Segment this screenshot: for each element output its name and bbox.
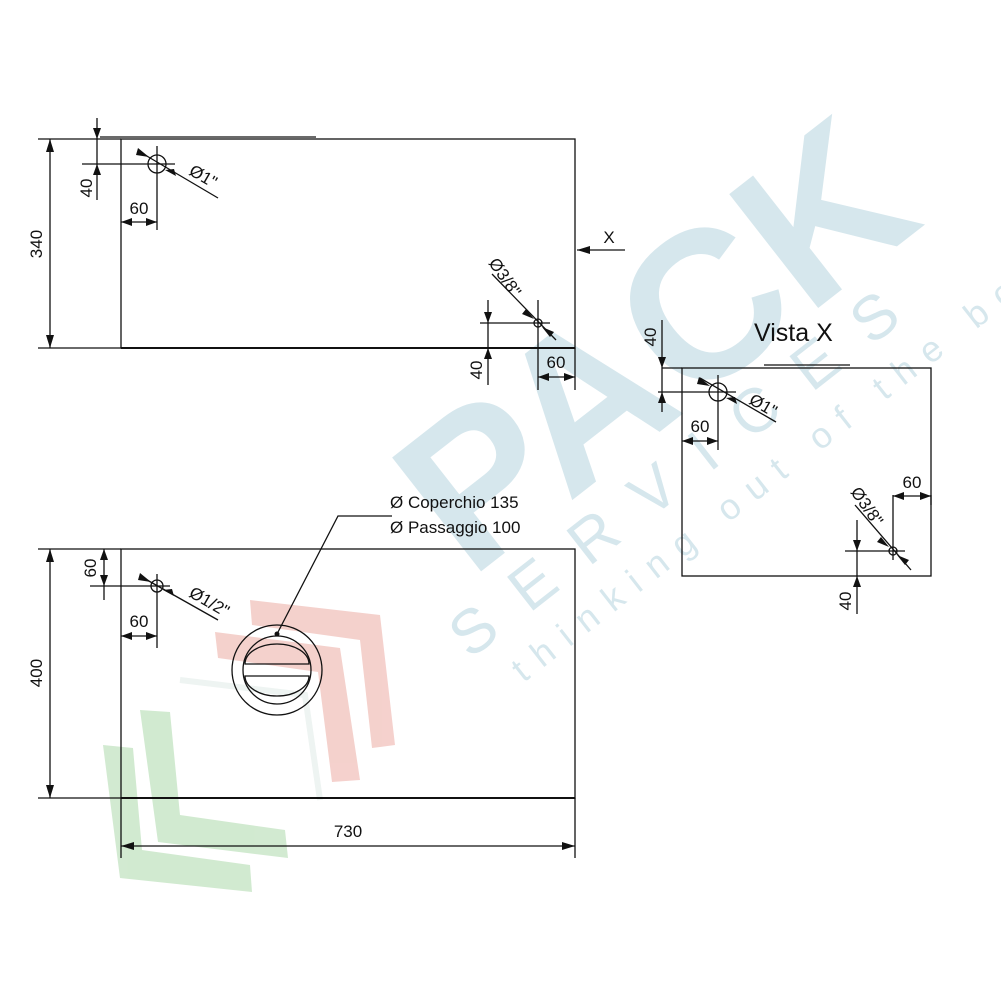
side-view-outlet: 60 Ø3/8" 40 [836,473,932,614]
watermark-chevron-white [179,677,323,801]
view-x-marker: X [577,228,625,254]
top-view-inlet: 40 60 Ø1" [77,118,220,230]
label-side-outlet-diameter: Ø3/8" [847,483,887,529]
dim-400: 400 [27,659,46,687]
watermark-chevron-red [215,600,395,782]
front-view-height-dimension: 400 [27,548,121,799]
front-view-fitting: 60 60 Ø1/2" [81,549,233,648]
dim-inlet-40: 40 [77,179,96,198]
lid-handle [244,643,310,697]
dim-side-outlet-40: 40 [836,592,855,611]
dim-fitting-60-horizontal: 60 [130,612,149,631]
dim-side-outlet-60: 60 [903,473,922,492]
dim-outlet-40: 40 [467,361,486,380]
dim-fitting-60-vertical: 60 [81,559,100,578]
label-inlet-diameter: Ø1" [186,161,220,192]
lid-leader-line [276,515,392,635]
top-view-height-dimension: 340 [27,138,121,349]
lid-outer-circle [231,624,323,716]
dim-inlet-60: 60 [130,199,149,218]
label-outlet-diameter: Ø3/8" [485,254,525,300]
front-view: 400 730 60 60 Ø1/2" [27,493,576,858]
side-view-top-dimension: 40 [641,320,682,412]
side-view-title: Vista X [754,319,833,347]
lid-note-coperchio: Ø Coperchio 135 [390,493,519,512]
watermark-chevron-green [103,710,288,892]
side-view-outline [681,367,932,577]
dim-730: 730 [334,822,362,841]
lid-note-passaggio: Ø Passaggio 100 [390,518,520,537]
front-view-lid: Ø Coperchio 135 Ø Passaggio 100 [231,493,520,716]
front-view-width-dimension: 730 [120,798,576,858]
side-view: Vista X 40 60 Ø1" [641,319,932,614]
watermark-logo: PACK SERVICES thinking out of the box [103,74,1001,892]
dim-side-inlet-60: 60 [691,417,710,436]
view-marker-label: X [603,228,614,247]
dim-340: 340 [27,230,46,258]
dim-side-40-top: 40 [641,328,660,347]
dim-outlet-60: 60 [547,353,566,372]
